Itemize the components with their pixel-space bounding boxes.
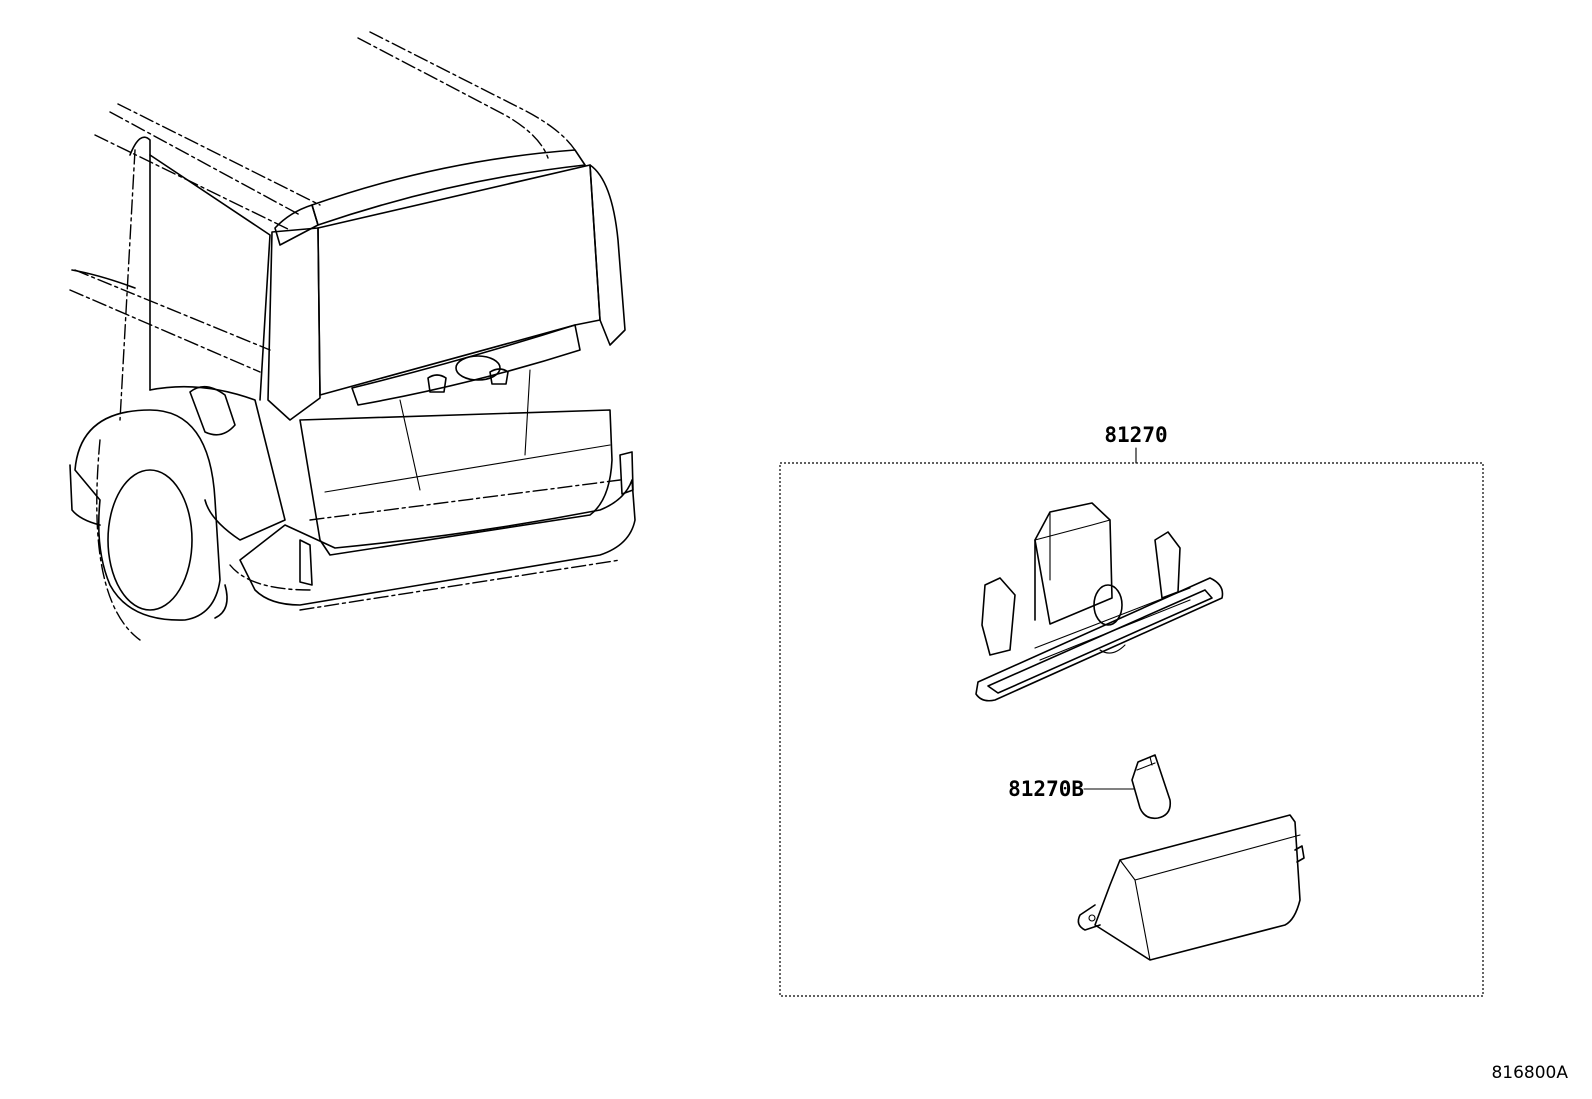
lamp-housing-illustration — [975, 502, 1224, 702]
assembly-group-box — [779, 462, 1484, 997]
assembly-part-number: 81270 — [1104, 423, 1167, 447]
bulb-illustration — [1131, 754, 1172, 820]
bulb-part-number: 81270B — [1008, 777, 1084, 801]
lens-cover-illustration — [1077, 814, 1305, 961]
figure-code: 816800A — [1491, 1063, 1568, 1083]
vehicle-rear-illustration — [69, 31, 636, 641]
